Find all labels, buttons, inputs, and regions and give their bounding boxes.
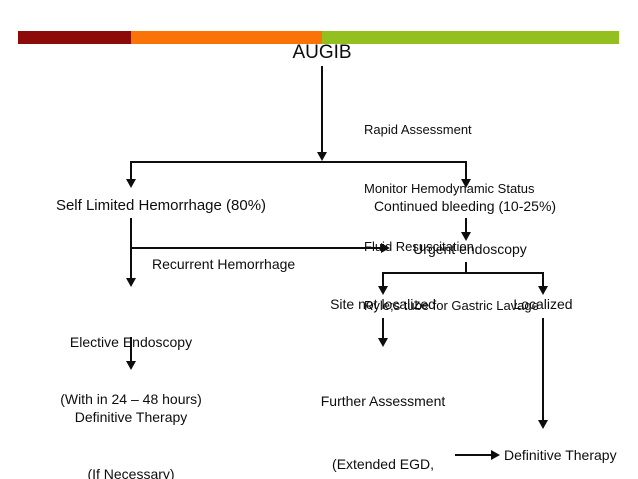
arrowhead-augib-to-split <box>317 152 327 161</box>
connector-split-to-localized <box>542 272 544 288</box>
node-elective-endoscopy: Elective Endoscopy (With in 24 – 48 hour… <box>41 295 221 447</box>
node-definitive-therapy-right: Definitive Therapy <box>504 447 617 463</box>
arrowhead-recurrent-hemorrhage <box>381 243 390 253</box>
node-site-not-localized: Site not localized <box>330 296 436 312</box>
node-further-assessment-line-2: (Extended EGD, <box>332 456 434 472</box>
arrowhead-urgent-endoscopy <box>461 232 471 241</box>
node-urgent-endoscopy: Urgent endoscopy <box>413 241 527 257</box>
arrowhead-definitive-therapy-right-horizontal <box>491 450 500 460</box>
arrowhead-elective-endoscopy <box>126 278 136 287</box>
initial-management-line-4: Ryle;s tube for Gastric Lavage <box>364 297 539 313</box>
connector-site-to-further-assessment <box>382 318 384 340</box>
arrowhead-self-limited <box>126 179 136 188</box>
connector-augib-to-split <box>321 66 323 154</box>
split-bar-primary <box>131 161 467 163</box>
initial-management-block: Rapid Assessment Monitor Hemodynamic Sta… <box>364 81 614 354</box>
color-bar-segment-orange <box>131 31 322 44</box>
page-title: AUGIB <box>292 42 352 63</box>
arrowhead-localized <box>538 286 548 295</box>
node-self-limited-hemorrhage: Self Limited Hemorrhage (80%) <box>55 197 267 214</box>
arrowhead-continued-bleeding <box>461 179 471 188</box>
connector-split-to-site-not-localized <box>382 272 384 288</box>
arrowhead-site-not-localized <box>378 286 388 295</box>
connector-recurrent-hemorrhage <box>131 247 383 249</box>
header-color-bar <box>0 31 638 44</box>
node-definitive-therapy-left-line-1: Definitive Therapy <box>74 409 188 425</box>
color-bar-segment-green <box>322 31 619 44</box>
node-definitive-therapy-left: Definitive Therapy (If Necessary) <box>45 370 217 479</box>
initial-management-line-2: Monitor Hemodynamic Status <box>364 180 535 196</box>
arrowhead-definitive-therapy-right-vertical <box>538 420 548 429</box>
arrowhead-further-assessment <box>378 338 388 347</box>
node-continued-bleeding: Continued bleeding (10-25%) <box>373 198 557 214</box>
split-bar-endoscopy <box>383 272 544 274</box>
connector-elective-to-definitive <box>130 337 132 363</box>
node-localized: Localized <box>513 296 573 312</box>
node-further-assessment: Further Assessment (Extended EGD, Radio-… <box>292 349 474 479</box>
label-recurrent-hemorrhage: Recurrent Hemorrhage <box>152 256 296 272</box>
connector-split-to-continued-bleeding <box>465 161 467 181</box>
connector-urgent-down-stub <box>465 262 467 273</box>
node-elective-endoscopy-line-2: (With in 24 – 48 hours) <box>60 391 202 407</box>
connector-localized-to-definitive <box>542 318 544 422</box>
arrowhead-definitive-therapy-left <box>126 361 136 370</box>
node-definitive-therapy-left-line-2: (If Necessary) <box>87 466 175 479</box>
connector-self-limited-down <box>130 218 132 280</box>
connector-split-to-self-limited <box>130 161 132 181</box>
connector-further-to-definitive <box>455 454 493 456</box>
node-elective-endoscopy-line-1: Elective Endoscopy <box>69 334 193 350</box>
color-bar-segment-dark-red <box>18 31 131 44</box>
node-further-assessment-line-1: Further Assessment <box>320 393 446 409</box>
connector-continued-to-urgent <box>465 218 467 234</box>
initial-management-line-1: Rapid Assessment <box>364 122 472 137</box>
